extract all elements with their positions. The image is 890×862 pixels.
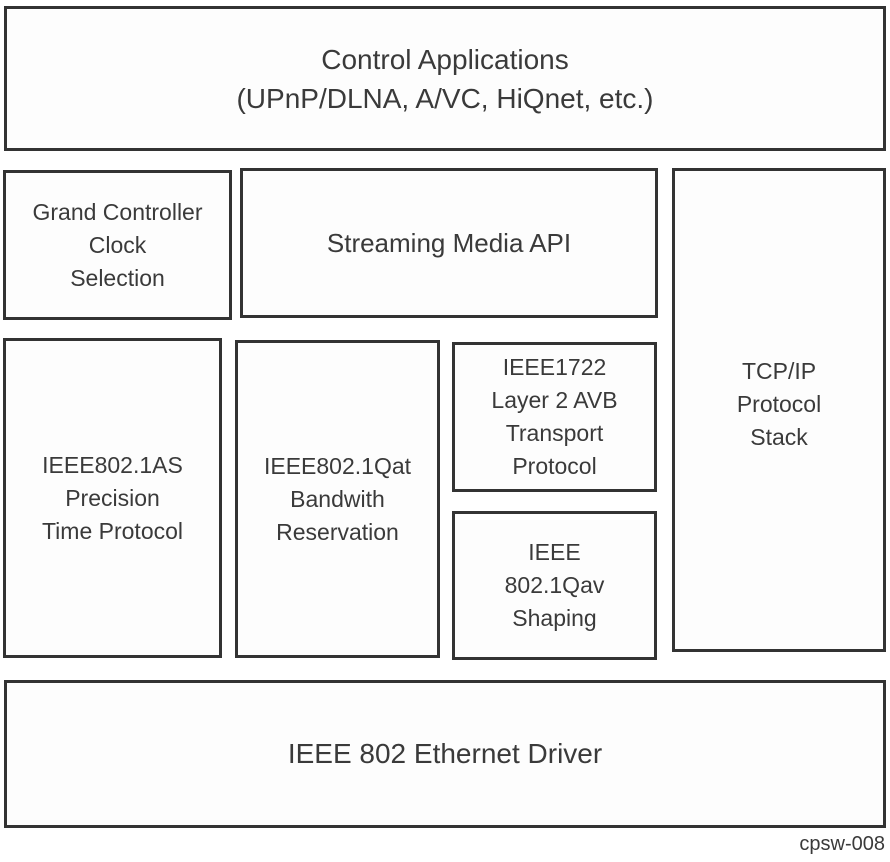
block-tcpip-protocol-stack-label: TCP/IP Protocol Stack: [736, 357, 822, 450]
block-ieee802-ethernet-driver: IEEE 802 Ethernet Driver: [4, 680, 886, 828]
block-ieee8021qav-shaping-label: IEEE 802.1Qav Shaping: [504, 539, 605, 631]
block-grand-controller-clock-selection: Grand Controller Clock Selection: [3, 170, 232, 320]
block-ieee8021as-precision-time-protocol-label: IEEE802.1AS Precision Time Protocol: [41, 451, 184, 544]
block-ieee8021qat-bandwith-reservation: IEEE802.1Qat Bandwith Reservation: [235, 340, 440, 658]
block-control-applications-label: Control Applications (UPnP/DLNA, A/VC, H…: [236, 43, 654, 114]
block-ieee8021qav-shaping: IEEE 802.1Qav Shaping: [452, 511, 657, 660]
block-grand-controller-clock-selection-label: Grand Controller Clock Selection: [32, 198, 203, 291]
block-ieee802-ethernet-driver-label: IEEE 802 Ethernet Driver: [287, 738, 603, 769]
block-streaming-media-api: Streaming Media API: [240, 168, 658, 318]
block-ieee1722-layer2-avb-transport-protocol-label: IEEE1722 Layer 2 AVB Transport Protocol: [491, 354, 618, 479]
block-tcpip-protocol-stack: TCP/IP Protocol Stack: [672, 168, 886, 652]
block-control-applications: Control Applications (UPnP/DLNA, A/VC, H…: [4, 6, 886, 151]
block-ieee1722-layer2-avb-transport-protocol: IEEE1722 Layer 2 AVB Transport Protocol: [452, 342, 657, 492]
block-streaming-media-api-label: Streaming Media API: [326, 228, 572, 258]
figure-id-caption: cpsw-008: [799, 833, 885, 855]
block-ieee8021as-precision-time-protocol: IEEE802.1AS Precision Time Protocol: [3, 338, 222, 658]
block-ieee8021qat-bandwith-reservation-label: IEEE802.1Qat Bandwith Reservation: [263, 452, 412, 545]
